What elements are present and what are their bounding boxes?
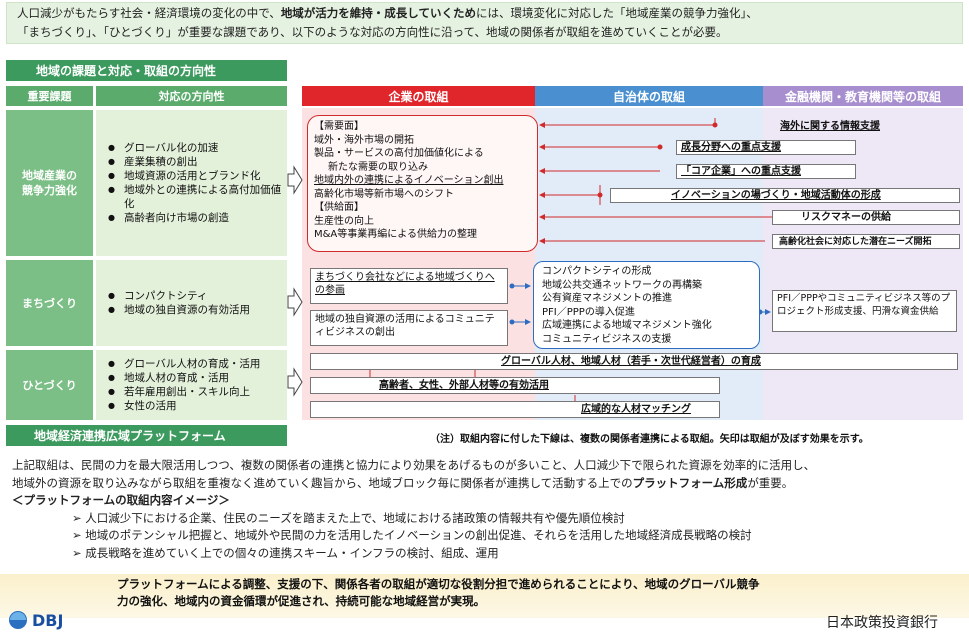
conclusion: プラットフォームによる調整、支援の下、関係各者の取組が適切な役割分担で進められる…	[0, 574, 969, 618]
direction-competitiveness: グローバル化の加速 産業集積の創出 地域資源の活用とブランド化 地域外との連携に…	[96, 110, 287, 256]
right-item: 「コア企業」への重点支援	[676, 164, 856, 179]
chevron-right-icon: ➢	[72, 510, 86, 525]
footer-org: 日本政策投資銀行	[826, 615, 938, 631]
intro-line1b: 地域が活力を維持・成長していくため	[280, 6, 476, 20]
dbj-logo-text: DBJ	[32, 610, 64, 630]
platform-title: 地域経済連携広域プラットフォーム	[6, 425, 287, 446]
direction-item: 高齢者向け市場の創造	[108, 211, 287, 225]
direction-item: 地域外との連携による高付加価値化	[108, 183, 287, 211]
right-item: 成長分野への重点支援	[676, 140, 856, 155]
body-bullet: 成長戦略を進めていく上での個々の連携スキーム・インフラの検討、組成、運用	[85, 545, 499, 560]
header-direction: 対応の方向性	[96, 86, 287, 106]
people-bar: 高齢者、女性、外部人材等の有効活用	[310, 377, 720, 394]
municipal-item: 地域公共交通ネットワークの再構築	[542, 279, 702, 291]
company-item: 地域内外の連携によるイノベーション創出	[314, 175, 504, 186]
company-item: 域外・海外市場の開拓	[314, 134, 414, 146]
body-p2c: が重要。	[747, 475, 794, 490]
town-box: まちづくり会社などによる地域づくりへの参画	[310, 268, 508, 304]
right-item: 高齢化社会に対応した潜在ニーズ開拓	[772, 234, 960, 249]
header-company: 企業の取組	[302, 86, 535, 106]
hollow-arrow-icon	[287, 165, 303, 195]
direction-item: 地域の独自資源の有効活用	[108, 303, 250, 317]
dbj-logo: DBJ	[8, 610, 63, 630]
direction-item: グローバル人材の育成・活用	[108, 357, 260, 371]
company-box: 【需要面】 域外・海外市場の開拓 製品・サービスの高付加価値化による 新たな需要…	[307, 115, 538, 252]
municipal-item: 公有資産マネジメントの推進	[542, 293, 672, 304]
body-bullet: 人口減少下における企業、住民のニーズを踏まえた上で、地域における諸政策の情報共有…	[85, 510, 625, 525]
conclusion-l2: 力の強化、地域内の資金循環が促進され、持続可能な地域経営が実現。	[117, 594, 486, 608]
dbj-logo-icon	[9, 611, 27, 629]
note-text: （注）取組内容に付した下線は、複数の関係者連携による取組。矢印は取組が及ぼす効果…	[430, 434, 869, 445]
body-text: 上記取組は、民間の力を最大限活用しつつ、複数の関係者の連携と協力により効果をあげ…	[12, 457, 957, 562]
municipal-item: コミュニティビジネスの支援	[542, 333, 672, 345]
municipal-box: コンパクトシティの形成 地域公共交通ネットワークの再構築 公有資産マネジメントの…	[533, 261, 760, 349]
header-issue: 重要課題	[6, 86, 93, 106]
finance-town-box: PFI／PPPやコミュニティビジネス等のプロジェクト形成支援、円滑な資金供給	[772, 290, 957, 332]
body-p1: 上記取組は、民間の力を最大限活用しつつ、複数の関係者の連携と協力により効果をあげ…	[12, 458, 816, 472]
body-p2a: 地域外の資源を取り込みながら取組を重複なく進めていく趣旨から、地域ブロック毎に関…	[12, 475, 633, 490]
intro-line1a: 人口減少がもたらす社会・経済環境の変化の中で、	[17, 6, 281, 20]
intro-text: 人口減少がもたらす社会・経済環境の変化の中で、地域が活力を維持・成長していくため…	[6, 2, 963, 44]
municipal-item: PFI／PPPの導入促進	[542, 306, 635, 318]
issue-town: まちづくり	[6, 260, 93, 346]
right-item: 海外に関する情報支援	[780, 121, 880, 132]
direction-item: コンパクトシティ	[108, 289, 250, 303]
company-item: 高齢化市場等新市場へのシフト	[314, 188, 454, 200]
direction-item: 女性の活用	[108, 399, 260, 413]
direction-town: コンパクトシティ 地域の独自資源の有効活用	[96, 260, 287, 346]
issue-people: ひとづくり	[6, 350, 93, 420]
direction-people: グローバル人材の育成・活用 地域人材の育成・活用 若年雇用創出・スキル向上 女性…	[96, 350, 287, 420]
right-item: イノベーションの場づくり・地域活動体の形成	[610, 188, 960, 203]
people-bar: グローバル人材、地域人材（若手・次世代経営者）の育成	[310, 353, 958, 370]
body-p2b: プラットフォーム形成	[632, 475, 748, 490]
hollow-arrow-icon	[287, 287, 303, 317]
company-item: 製品・サービスの高付加価値化による	[314, 148, 484, 159]
direction-item: グローバル化の加速	[108, 141, 287, 155]
left-title: 地域の課題と対応・取組の方向性	[6, 60, 287, 81]
direction-item: 地域人材の育成・活用	[108, 371, 260, 385]
conclusion-l1: プラットフォームによる調整、支援の下、関係各者の取組が適切な役割分担で進められる…	[117, 577, 760, 591]
municipal-item: コンパクトシティの形成	[542, 266, 652, 277]
body-image-title: ＜プラットフォームの取組内容イメージ＞	[12, 493, 230, 507]
chevron-right-icon: ➢	[72, 545, 86, 560]
direction-item: 若年雇用創出・スキル向上	[108, 385, 260, 399]
hollow-arrow-icon	[287, 367, 303, 397]
people-bar: 広域的な人材マッチング	[310, 401, 720, 418]
right-item: リスクマネーの供給	[772, 210, 960, 225]
direction-item: 産業集積の創出	[108, 155, 287, 169]
supply-heading: 【供給面】	[314, 202, 364, 213]
intro-line1c: には、環境変化に対応した「地域産業の競争力強化」、	[475, 6, 758, 20]
chevron-right-icon: ➢	[72, 528, 86, 542]
municipal-item: 広域連携による地域マネジメント強化	[542, 320, 712, 331]
body-bullet: 地域のポテンシャル把握と、地域外や民間の力を活用したイノベーションの創出促進、そ…	[85, 528, 752, 542]
direction-item: 地域資源の活用とブランド化	[108, 169, 287, 183]
header-municipality: 自治体の取組	[535, 86, 763, 106]
town-box: 地域の独自資源の活用によるコミュニティビジネスの創出	[310, 310, 508, 346]
company-item: 生産性の向上	[314, 215, 374, 227]
demand-heading: 【需要面】	[314, 121, 364, 132]
intro-line2: 「まちづくり」、「ひとづくり」が重要な課題であり、以下のような対応の方向性に沿っ…	[17, 25, 728, 39]
company-item: 新たな需要の取り込み	[328, 161, 428, 173]
issue-competitiveness: 地域産業の競争力強化	[6, 110, 93, 256]
company-item: M&A等事業再編による供給力の整理	[314, 229, 477, 240]
header-finance: 金融機関・教育機関等の取組	[763, 86, 963, 106]
